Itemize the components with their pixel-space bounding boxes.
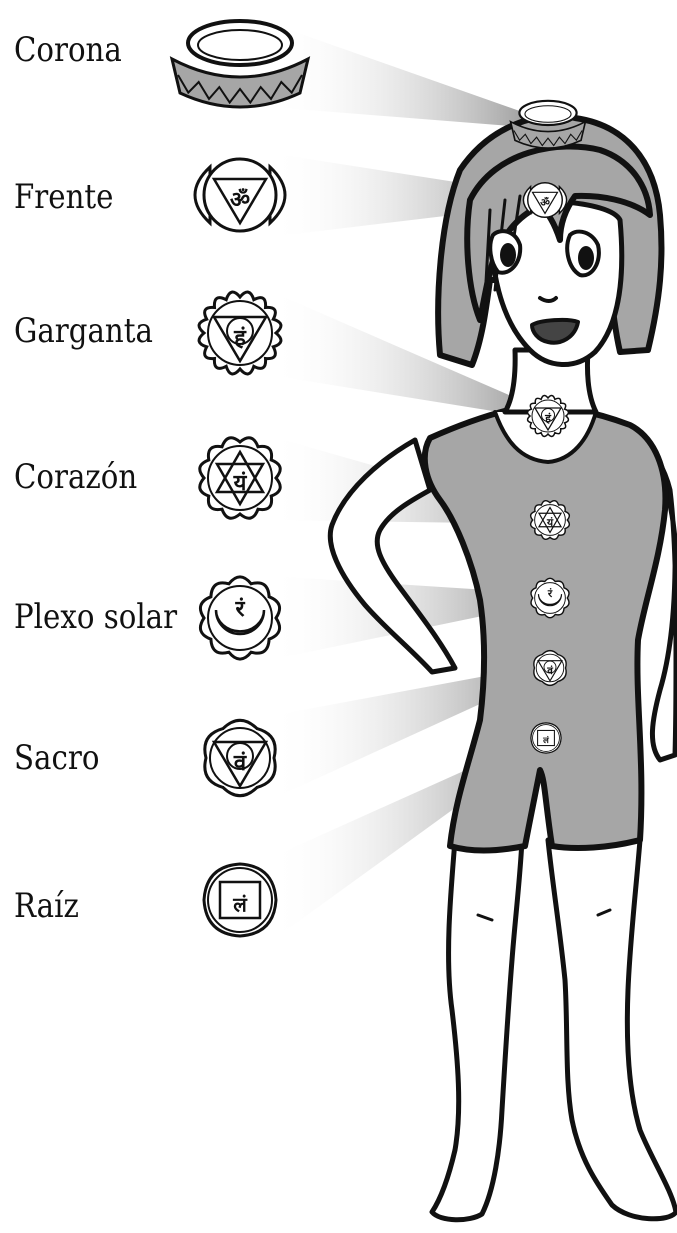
left-leg xyxy=(432,840,522,1220)
body-chakra-plexo-solar: रं xyxy=(531,578,569,617)
label-sacro: Sacro xyxy=(14,741,99,775)
legend-chakra-garganta: हं xyxy=(199,292,281,374)
body-chakra-sacro-glyph: वं xyxy=(546,665,553,677)
body-chakra-raiz: लं xyxy=(531,723,561,753)
right-pupil xyxy=(578,246,594,270)
dress xyxy=(425,405,666,851)
legend-chakra-sacro: वं xyxy=(205,720,275,795)
legend-chakra-plexo-solar-glyph: रं xyxy=(235,597,246,622)
legend-chakra-corazon: यं xyxy=(200,438,280,518)
body-chakra-frente-glyph: ॐ xyxy=(540,196,550,209)
right-leg xyxy=(548,840,676,1219)
label-raiz: Raíz xyxy=(14,889,79,923)
body-chakra-raiz-glyph: लं xyxy=(542,735,549,745)
label-frente: Frente xyxy=(14,180,113,214)
left-pupil xyxy=(500,243,516,267)
body-chakra-corazon: यं xyxy=(531,501,570,540)
legend-chakra-plexo-solar: रं xyxy=(200,577,279,659)
label-plexo-solar: Plexo solar xyxy=(14,600,177,634)
label-corona: Corona xyxy=(14,33,122,67)
legend-chakra-frente-glyph: ॐ xyxy=(230,188,250,213)
label-garganta: Garganta xyxy=(14,314,153,348)
legend-chakra-raiz: लं xyxy=(204,864,276,936)
body-chakra-corazon-glyph: यं xyxy=(546,517,554,529)
label-corazon: Corazón xyxy=(14,460,137,494)
body-chakra-plexo-solar-glyph: रं xyxy=(547,588,553,600)
body-chakra-frente: ॐ xyxy=(523,183,566,218)
legend-chakra-frente: ॐ xyxy=(195,159,285,231)
legend-chakra-raiz-glyph: लं xyxy=(232,893,248,917)
light-ray-corona xyxy=(270,23,548,129)
woman-figure xyxy=(330,116,676,1220)
legend-chakra-corazon-glyph: यं xyxy=(233,471,248,496)
body-chakra-garganta-glyph: हं xyxy=(544,412,552,425)
legend-chakra-garganta-glyph: हं xyxy=(233,326,247,351)
body-chakra-sacro: वं xyxy=(534,651,566,686)
legend-chakra-sacro-glyph: वं xyxy=(233,751,247,776)
